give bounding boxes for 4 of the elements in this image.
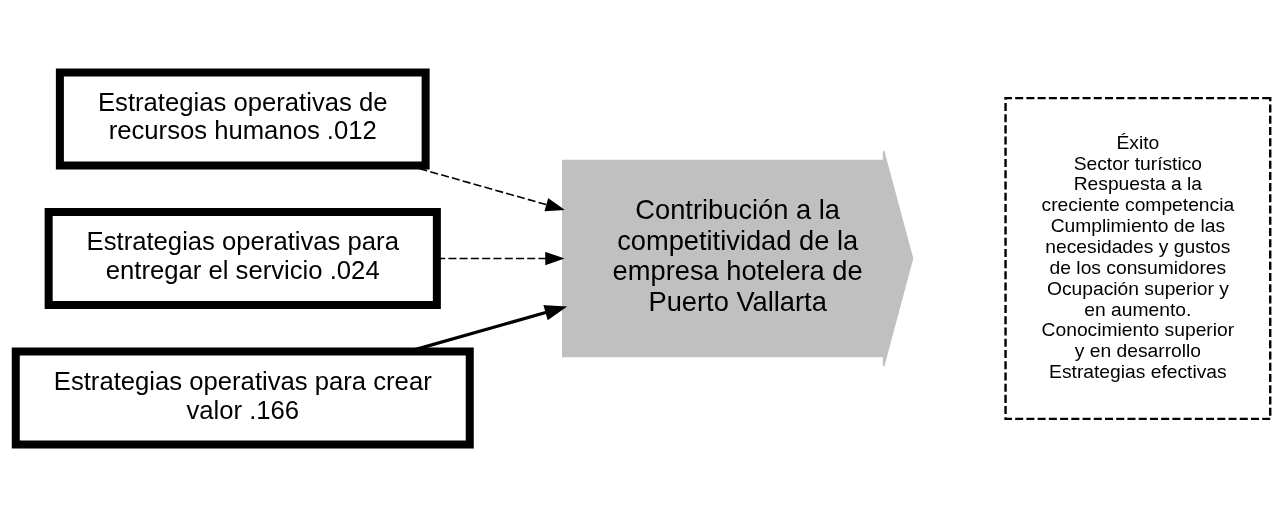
node-box: Estrategias operativas de recursos humanos .012: [55, 68, 430, 170]
node-box: Éxito Sector turístico Respuesta a la creciente competencia Cumplimiento de las necesidades y gustos de los consumidores Ocupación superior y en aumento. Conocimiento superior y en desarrollo Estrategias efectivas: [1004, 96, 1272, 421]
node-box: Estrategias operativas para crear valor .166: [11, 347, 474, 449]
node-box: Estrategias operativas para entregar el servicio .024: [44, 207, 441, 310]
